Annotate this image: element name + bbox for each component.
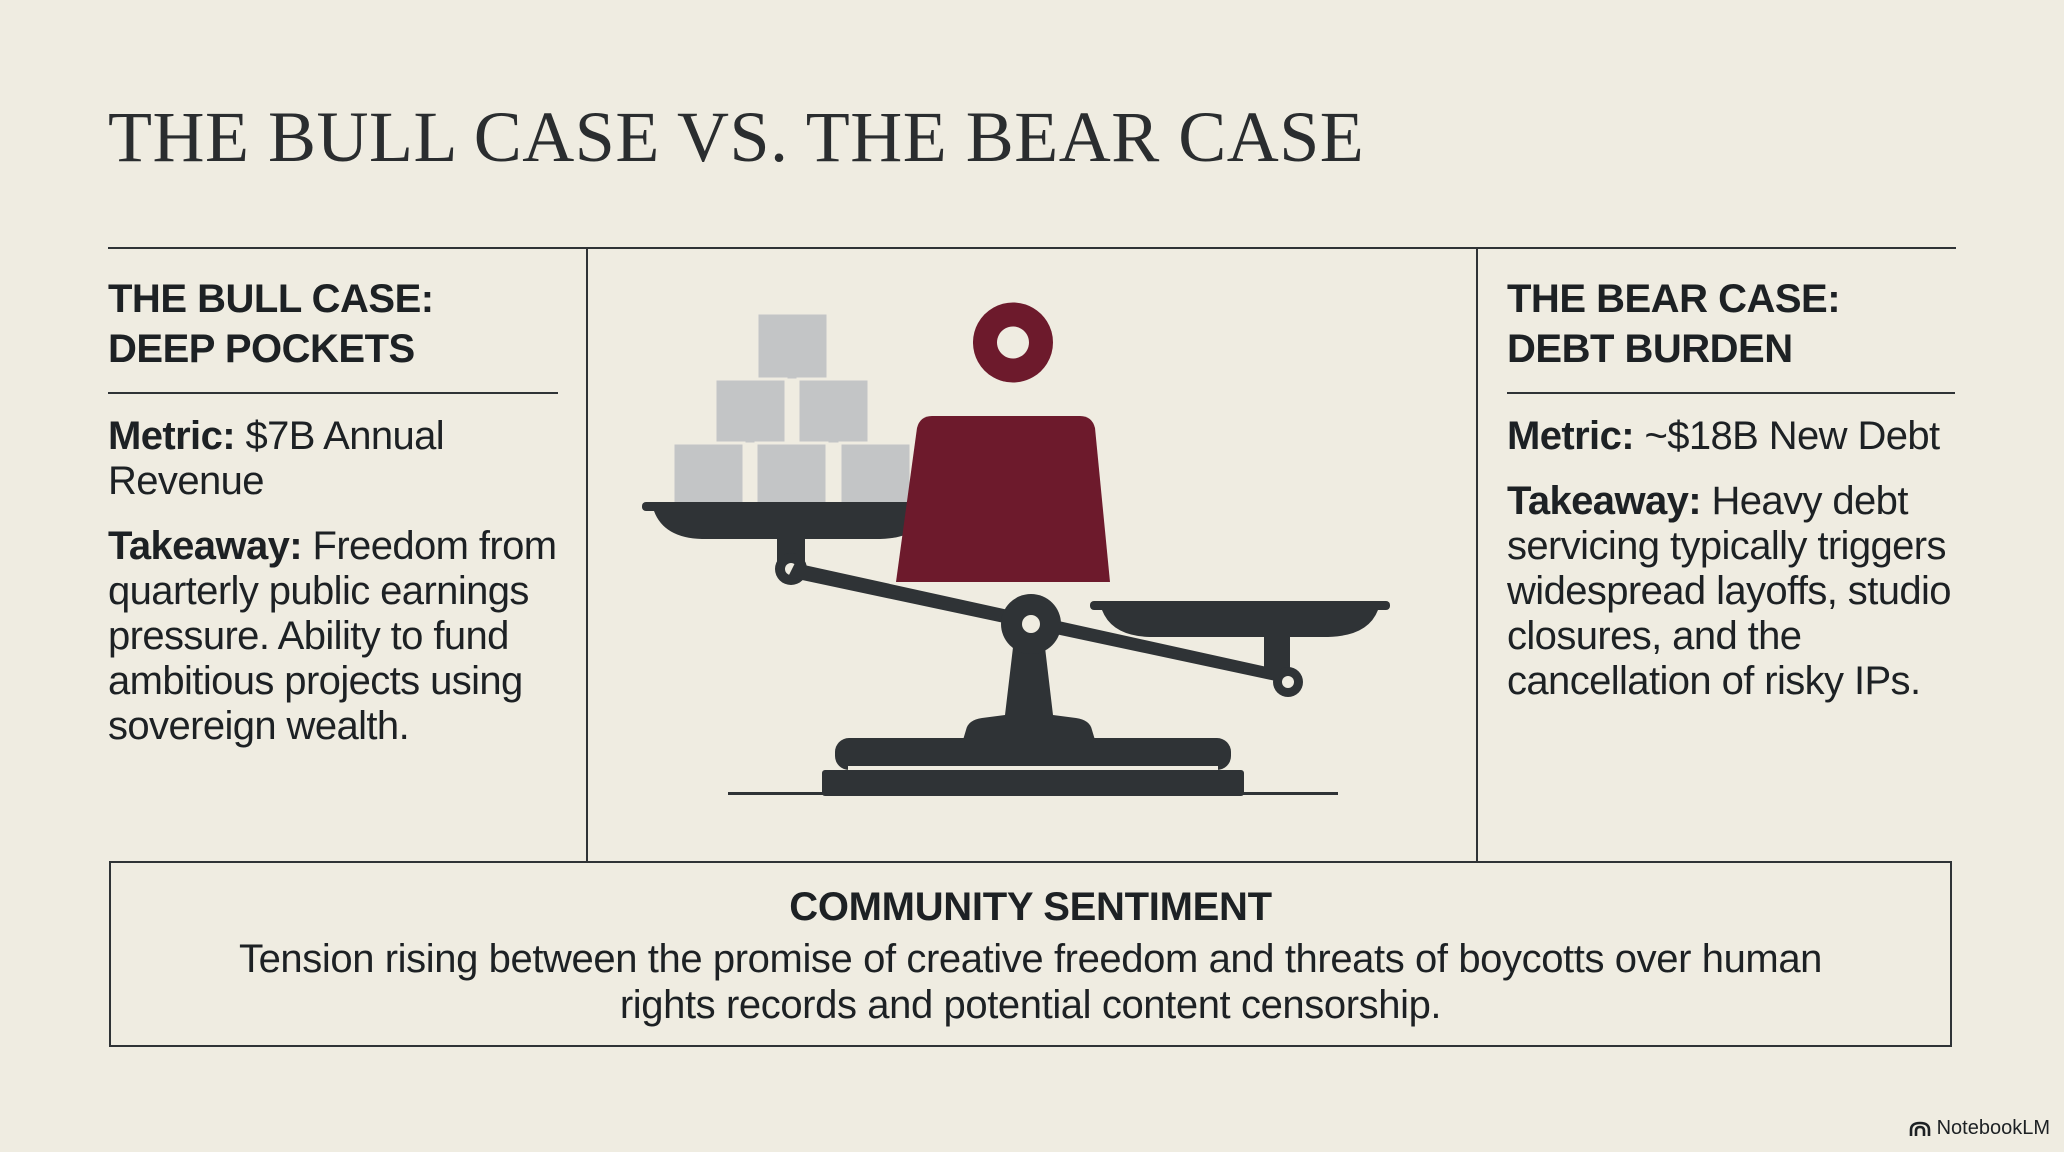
bull-takeaway-label: Takeaway: (108, 524, 303, 568)
bull-heading-line1: THE BULL CASE: (108, 277, 434, 321)
bull-metric: Metric: $7B Annual Revenue (108, 414, 578, 504)
right-column-divider (1476, 248, 1478, 862)
bear-metric-value: ~$18B New Debt (1644, 414, 1940, 458)
bull-heading-line2: DEEP POCKETS (108, 327, 415, 371)
bear-metric-label: Metric: (1507, 414, 1635, 458)
sentiment-heading: COMMUNITY SENTIMENT (789, 885, 1272, 929)
bear-heading-line2: DEBT BURDEN (1507, 327, 1793, 371)
left-column-divider (586, 248, 588, 862)
notebooklm-logo-icon (1909, 1121, 1930, 1136)
bear-case-panel: THE BEAR CASE: DEBT BURDEN Metric: ~$18B… (1507, 274, 1957, 704)
balance-scale-icon (642, 302, 1390, 796)
bull-metric-label: Metric: (108, 414, 236, 458)
bull-metric-value: $7B Annual Revenue (108, 414, 445, 503)
page-title: THE BULL CASE VS. THE BEAR CASE (108, 97, 1365, 177)
bear-takeaway: Takeaway: Heavy debt servicing typically… (1507, 479, 1957, 704)
notebooklm-branding: NotebookLM (1909, 1117, 2050, 1140)
bear-heading-divider (1507, 392, 1955, 394)
heavy-weight-icon (896, 302, 1110, 582)
sentiment-text: Tension rising between the promise of cr… (238, 937, 1823, 1027)
bull-case-panel: THE BULL CASE: DEEP POCKETS Metric: $7B … (108, 274, 578, 749)
bull-takeaway: Takeaway: Freedom from quarterly public … (108, 524, 578, 749)
bear-metric: Metric: ~$18B New Debt (1507, 414, 1957, 459)
community-sentiment-box: COMMUNITY SENTIMENT Tension rising betwe… (109, 861, 1952, 1047)
bear-heading-line1: THE BEAR CASE: (1507, 277, 1841, 321)
bear-takeaway-label: Takeaway: (1507, 479, 1702, 523)
stacked-blocks-icon (671, 311, 913, 509)
bear-takeaway-text: Heavy debt servicing typically triggers … (1507, 479, 1952, 703)
bear-case-heading: THE BEAR CASE: DEBT BURDEN (1507, 274, 1957, 374)
bull-heading-divider (108, 392, 558, 394)
bull-takeaway-text: Freedom from quarterly public earnings p… (108, 524, 557, 748)
top-divider (108, 247, 1956, 249)
brand-label: NotebookLM (1936, 1117, 2050, 1139)
bull-case-heading: THE BULL CASE: DEEP POCKETS (108, 274, 578, 374)
